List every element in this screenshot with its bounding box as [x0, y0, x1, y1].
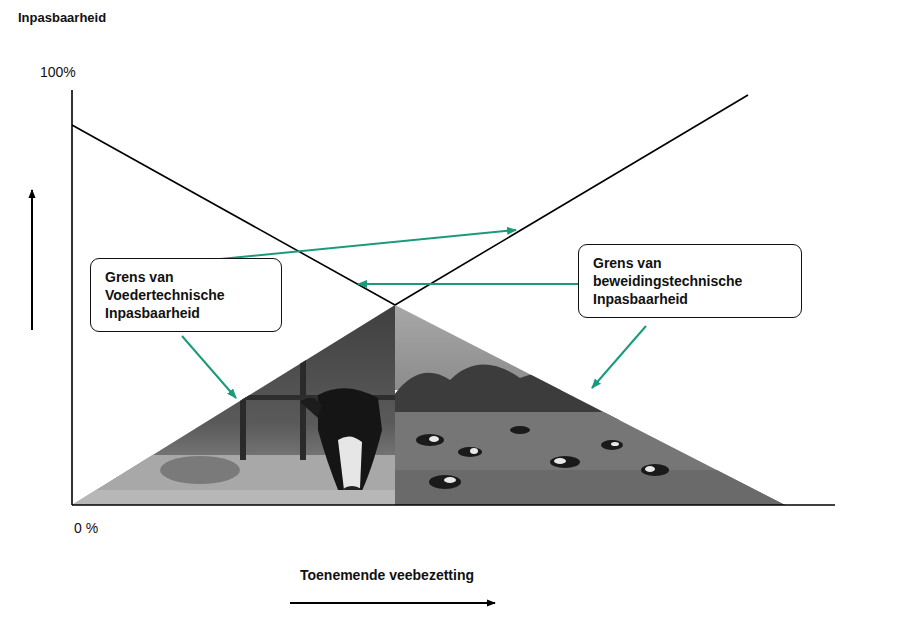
pasture-photo — [394, 300, 790, 506]
up-arrow — [31, 190, 33, 330]
axis-title: Inpasbaarheid — [18, 10, 106, 25]
leader-arrow — [358, 283, 582, 285]
x-axis — [72, 504, 835, 506]
callout-box: Grens van Voedertechnische Inpasbaarheid — [90, 258, 282, 332]
right-arrow — [290, 602, 495, 604]
tick-label: 0 % — [74, 520, 98, 536]
axis-title: Toenemende veebezetting — [300, 567, 474, 583]
leader-arrow — [592, 326, 646, 388]
box-text: Grens van Voedertechnische Inpasbaarheid — [105, 268, 267, 322]
tick-label: 100% — [40, 64, 76, 80]
callout-box: Grens van beweidingstechnische Inpasbaar… — [578, 244, 802, 318]
box-text: Grens van beweidingstechnische Inpasbaar… — [593, 254, 787, 308]
leader-arrow — [182, 336, 236, 398]
y-axis — [71, 90, 73, 505]
